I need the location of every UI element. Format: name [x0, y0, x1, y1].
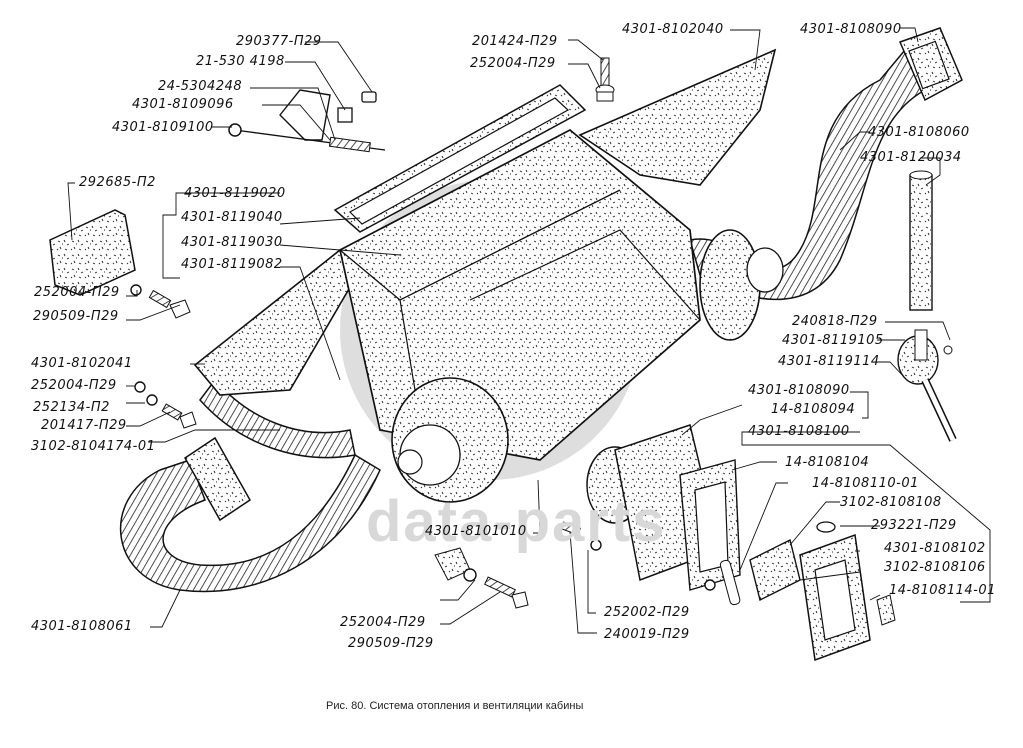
- hose-lower-left: [119, 453, 381, 593]
- callout-label: 4301-8109100: [112, 120, 214, 135]
- air-intake-box: [586, 424, 741, 591]
- callout-label: 4301-8119040: [181, 210, 283, 225]
- callout-label: 290509-П29: [348, 636, 434, 651]
- fan-motor-right: [699, 229, 784, 341]
- callout-label: 4301-8108090: [748, 383, 850, 398]
- callout-label: 4301-8108100: [748, 424, 850, 439]
- callout-label: 201417-П29: [41, 418, 127, 433]
- callout-label: 4301-8119020: [184, 186, 286, 201]
- callout-label: 21-530 4198: [196, 54, 285, 69]
- bracket-left: [49, 209, 136, 296]
- nozzle-upper-right: [898, 27, 963, 102]
- callout-label: 14-8108104: [785, 455, 870, 470]
- hose-left-duct: [199, 378, 356, 459]
- callout-label: 14-8108114-01: [889, 583, 996, 598]
- callout-label: 292685-П2: [79, 175, 156, 190]
- callout-label: 4301-8102040: [622, 22, 724, 37]
- callout-label: 4301-8102041: [31, 356, 133, 371]
- callout-label: 4301-8108061: [31, 619, 133, 634]
- callout-label: 240818-П29: [792, 314, 878, 329]
- callout-label: 4301-8101010: [425, 524, 527, 539]
- callout-label: 24-5304248: [158, 79, 243, 94]
- leader-lines: [67, 27, 991, 634]
- callout-label: 3102-8104174-01: [31, 439, 156, 454]
- callout-label: 290377-П29: [236, 34, 322, 49]
- watermark-text: data-parts: [366, 489, 667, 554]
- fasteners-bottom: [434, 521, 716, 609]
- callout-label: 14-8108094: [771, 402, 856, 417]
- callout-label: 4301-8108060: [868, 125, 970, 140]
- callout-label: 252004-П29: [31, 378, 117, 393]
- callout-label: 4301-8119030: [181, 235, 283, 250]
- callout-label: 290509-П29: [33, 309, 119, 324]
- callout-label: 252004-П29: [34, 285, 120, 300]
- callout-label: 252134-П2: [33, 400, 110, 415]
- callout-label: 252002-П29: [604, 605, 690, 620]
- callout-label: 4301-8120034: [860, 150, 962, 165]
- callout-label: 4301-8108090: [800, 22, 902, 37]
- callout-label: 201424-П29: [472, 34, 558, 49]
- callout-label: 252004-П29: [470, 56, 556, 71]
- heater-gasket: [333, 84, 587, 233]
- figure-caption: Рис. 80. Система отопления и вентиляции …: [326, 700, 584, 712]
- fan-motor-left: [391, 377, 509, 503]
- fasteners-left: [130, 284, 197, 429]
- valve-tap: [897, 329, 957, 442]
- callout-label: 4301-8119082: [181, 257, 283, 272]
- callout-label: 4301-8109096: [132, 97, 234, 112]
- callout-label: 4301-8119105: [782, 333, 884, 348]
- bolt-top: [595, 57, 615, 102]
- nozzle-lower-left: [184, 436, 251, 522]
- air-duct-right: [578, 48, 777, 186]
- callout-label: 14-8108110-01: [812, 476, 919, 491]
- air-duct-left: [193, 248, 362, 396]
- callout-label: 3102-8108108: [840, 495, 942, 510]
- callout-label: 252004-П29: [340, 615, 426, 630]
- callout-label: 240019-П29: [604, 627, 690, 642]
- callout-label: 293221-П29: [871, 518, 957, 533]
- callout-label: 4301-8119114: [778, 354, 880, 369]
- cover-plate: [799, 521, 896, 662]
- callout-label: 4301-8108102: [884, 541, 986, 556]
- callout-label: 3102-8108106: [884, 560, 986, 575]
- drain-tube: [909, 170, 933, 311]
- control-cable: [228, 89, 386, 153]
